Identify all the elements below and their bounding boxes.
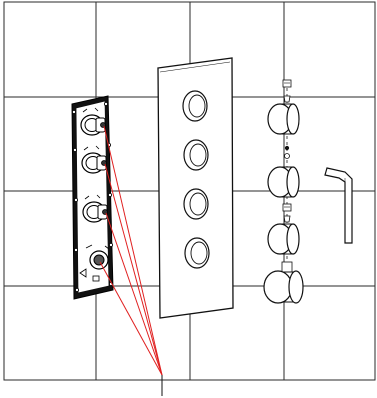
hex-key-outline xyxy=(324,167,353,244)
valve-cartridge-2 xyxy=(81,145,107,174)
leader-line-4 xyxy=(99,261,163,376)
cover-opening-2 xyxy=(183,139,209,171)
cover-opening-1 xyxy=(182,90,208,122)
cover-plate xyxy=(157,57,234,319)
leader-line-3 xyxy=(105,212,163,376)
hex-key xyxy=(324,167,353,244)
cover-plate-openings xyxy=(182,90,210,269)
knob-3 xyxy=(267,203,300,255)
diverter-valve xyxy=(79,244,110,282)
knob-1 xyxy=(267,79,300,135)
wall-tile-grid xyxy=(3,1,376,381)
cover-opening-4 xyxy=(184,237,210,269)
valve-body-plate xyxy=(71,95,114,300)
control-knobs xyxy=(263,79,304,304)
leader-line-1 xyxy=(103,125,163,376)
leader-line-2 xyxy=(104,163,163,376)
knob-2 xyxy=(267,145,300,198)
knob-4 xyxy=(263,261,304,304)
valve-mount-plate xyxy=(75,100,110,294)
valve-cartridge-3 xyxy=(82,194,108,223)
valve-cartridge-1 xyxy=(80,107,106,136)
leader-lines xyxy=(99,125,163,376)
cover-opening-3 xyxy=(183,188,209,220)
cover-plate-outline xyxy=(157,57,234,319)
